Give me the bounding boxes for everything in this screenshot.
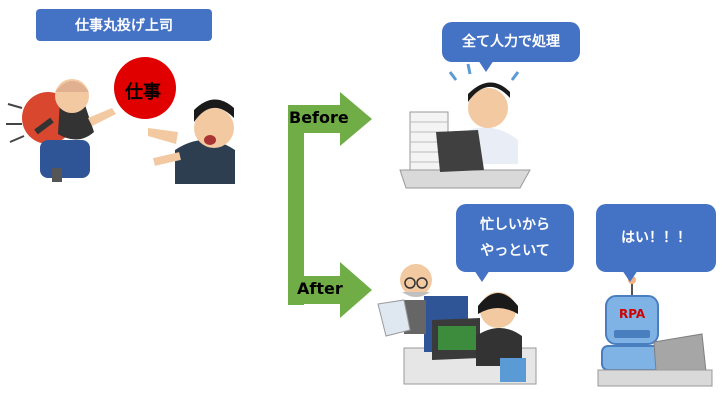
overworked-worker-illustration [399, 63, 531, 189]
before-arrow-head [340, 92, 372, 146]
robot-speech-bubble: はい！！！ [596, 204, 716, 272]
manager-speech-bubble: 忙しいから やっといて [456, 204, 574, 272]
receiving-man-illustration [148, 99, 235, 184]
manager-bubble-tail [474, 270, 490, 282]
rpa-robot-illustration [597, 276, 713, 387]
robot-bubble-text: はい！！！ [621, 230, 691, 246]
before-speech-bubble: 全て人力で処理 [442, 22, 580, 62]
flow-arrows [288, 92, 372, 318]
before-label: Before [289, 108, 349, 127]
work-ball-label: 仕事 [125, 82, 161, 103]
manager-and-worker-illustration [377, 264, 537, 385]
title-box: 仕事丸投げ上司 [36, 9, 212, 41]
after-label: After [297, 279, 343, 298]
title-text: 仕事丸投げ上司 [75, 18, 173, 34]
before-bubble-tail [478, 60, 494, 72]
after-arrow-head [340, 262, 372, 318]
manager-bubble-text: 忙しいから やっといて [480, 217, 550, 259]
rpa-label: RPA [619, 307, 646, 321]
robot-bubble-tail [622, 270, 638, 282]
work-ball [114, 57, 176, 119]
boss-illustration [6, 79, 116, 182]
before-bubble-text: 全て人力で処理 [462, 34, 560, 50]
